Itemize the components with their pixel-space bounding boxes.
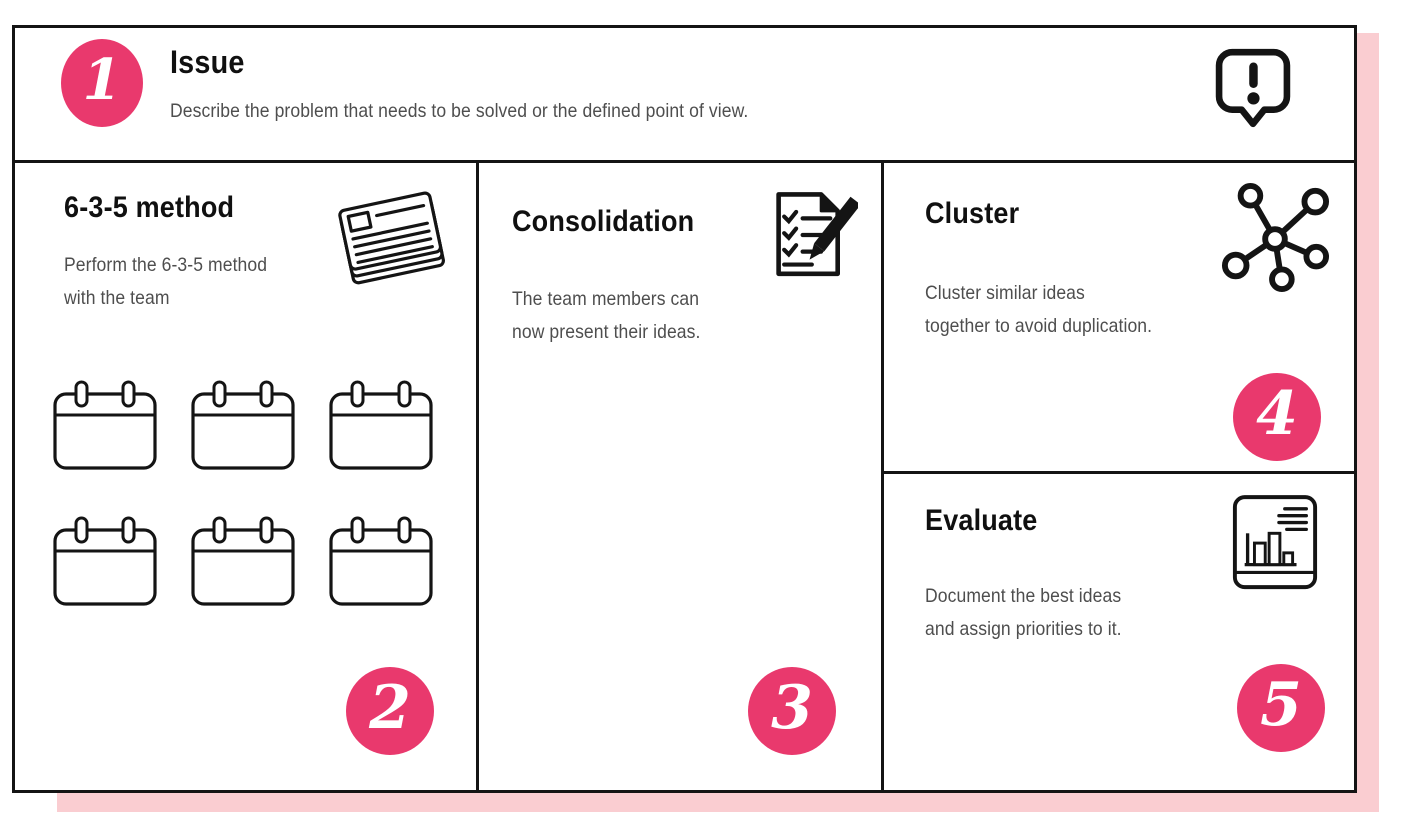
cluster-description: Cluster similar ideas together to avoid … (925, 282, 1153, 338)
calendar-icon (329, 380, 433, 470)
calendar-icon (191, 380, 295, 470)
step-2-number: 2 (369, 673, 411, 743)
section-evaluate: Evaluate Document the best ideas and ass… (884, 474, 1354, 790)
section-issue: 1 Issue Describe the problem that needs … (15, 28, 1354, 163)
evaluate-description: Document the best ideas and assign prior… (925, 585, 1122, 641)
method-description: Perform the 6-3-5 method with the team (64, 254, 268, 310)
calendar-icon (53, 380, 157, 470)
calendar-icon (191, 516, 295, 606)
checklist-pencil-icon (776, 192, 858, 277)
method-board: 1 Issue Describe the problem that needs … (12, 25, 1357, 793)
worksheet-grid (52, 379, 434, 607)
step-5-number: 5 (1260, 670, 1302, 740)
speech-bubble-exclamation-icon (1215, 48, 1291, 128)
step-1-number: 1 (82, 47, 122, 113)
right-column: Cluster Cluster similar ideas together t… (884, 163, 1354, 790)
evaluate-title: Evaluate (925, 504, 1038, 537)
step-3-number: 3 (771, 673, 813, 743)
board-lower-grid: 6-3-5 method Perform the 6-3-5 method wi… (15, 163, 1354, 790)
section-consolidation: Consolidation The team members can now p… (479, 163, 884, 790)
section-635-method: 6-3-5 method Perform the 6-3-5 method wi… (15, 163, 479, 790)
consolidation-description: The team members can now present their i… (512, 288, 701, 344)
issue-text-block: Issue Describe the problem that needs to… (170, 44, 813, 128)
section-cluster: Cluster Cluster similar ideas together t… (884, 163, 1354, 474)
report-bar-chart-icon (1232, 495, 1318, 590)
step-4-badge: 4 (1233, 373, 1321, 461)
step-3-badge: 3 (748, 667, 836, 755)
step-1-badge: 1 (61, 39, 143, 127)
issue-description: Describe the problem that needs to be so… (170, 100, 749, 122)
cluster-title: Cluster (925, 197, 1020, 230)
step-4-number: 4 (1256, 379, 1298, 449)
step-2-badge: 2 (346, 667, 434, 755)
step-5-badge: 5 (1237, 664, 1325, 752)
paper-stack-icon (338, 191, 445, 285)
calendar-icon (329, 516, 433, 606)
consolidation-title: Consolidation (512, 205, 695, 238)
network-cluster-icon (1221, 182, 1330, 292)
method-title: 6-3-5 method (64, 191, 235, 224)
calendar-icon (53, 516, 157, 606)
issue-title: Issue (170, 44, 245, 80)
